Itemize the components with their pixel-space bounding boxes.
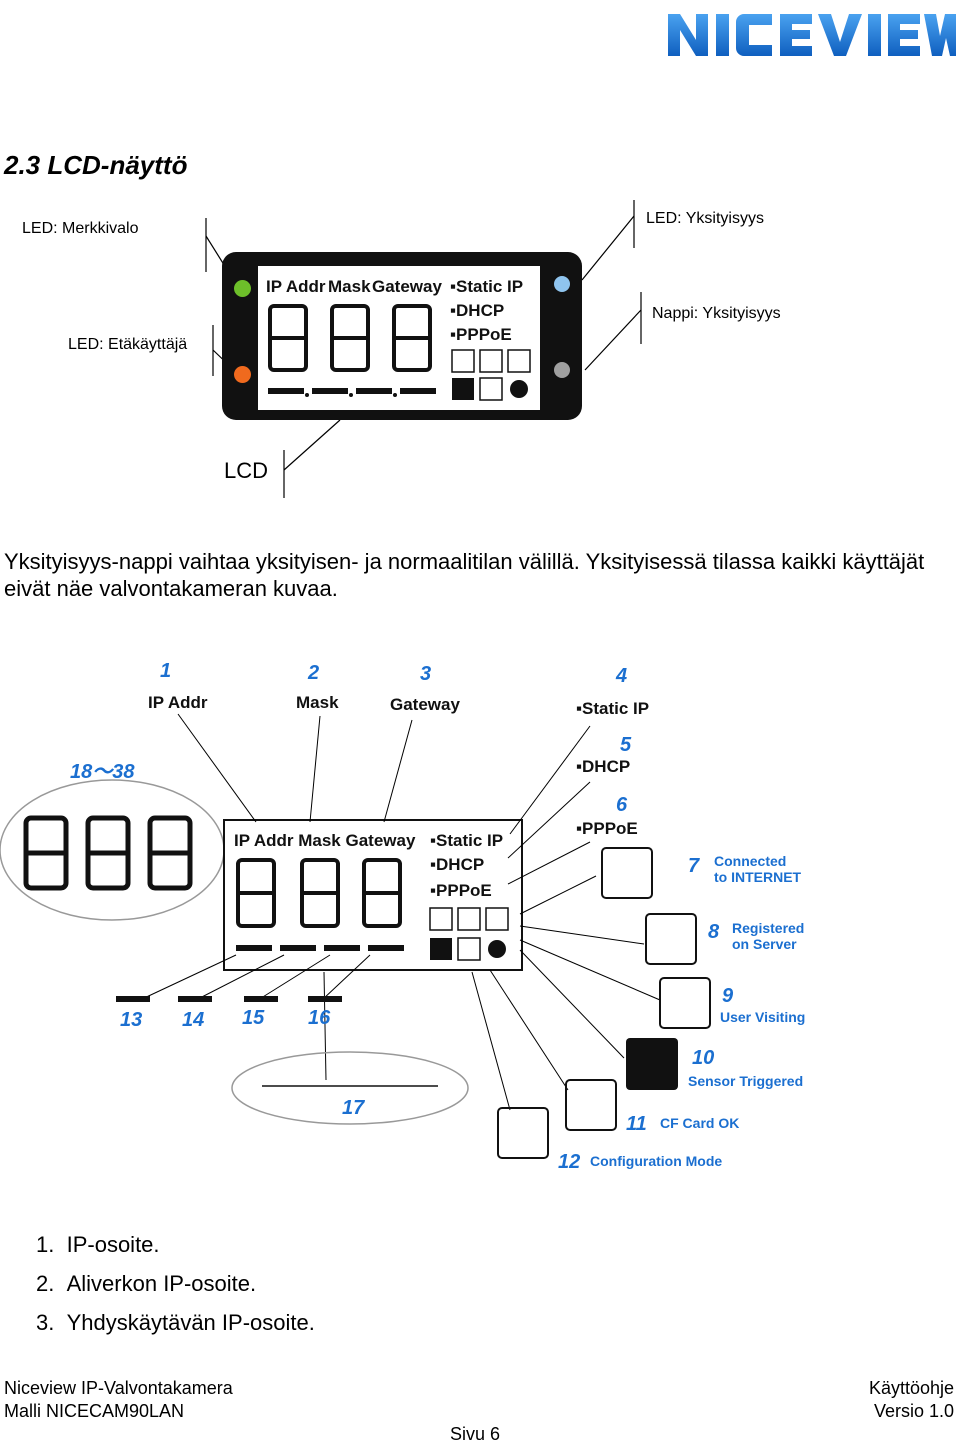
gear-icon (510, 380, 528, 398)
at-icon (479, 349, 503, 373)
list-item: 1. IP-osoite. (36, 1232, 160, 1257)
hdr-dhcp: ▪DHCP (576, 757, 630, 776)
num-6: 6 (616, 794, 628, 816)
hdr-ip-addr: IP Addr (148, 693, 208, 712)
svg-text:Connected: Connected (714, 853, 786, 869)
svg-text:Sensor Triggered: Sensor Triggered (688, 1073, 803, 1089)
num-15: 15 (242, 1007, 265, 1029)
lcd-label-mask: Mask (328, 277, 371, 296)
svg-text:User Visiting: User Visiting (720, 1009, 805, 1025)
list-item: 3. Yhdyskäytävän IP-osoite. (36, 1310, 315, 1335)
hdr-pppoe: ▪PPPoE (576, 819, 638, 838)
privacy-button[interactable] (554, 362, 570, 378)
lcd-mode-pppoe: ▪PPPoE (450, 325, 512, 344)
num-3: 3 (420, 663, 431, 685)
num-17: 17 (342, 1097, 365, 1119)
num-11: 11 (626, 1113, 647, 1135)
footer-version: Versio 1.0 (873, 1401, 954, 1421)
privacy-led (554, 276, 570, 292)
eye-icon (507, 349, 531, 373)
svg-text:Configuration Mode: Configuration Mode (590, 1153, 722, 1169)
callout-brand-led: LED: Merkkivalo (22, 220, 139, 237)
num-18-38: 18～38 (70, 761, 135, 783)
cf-card-icon (479, 377, 503, 401)
svg-text:▪PPPoE: ▪PPPoE (430, 881, 492, 900)
lcd-top-icons (451, 349, 531, 401)
footer-page: Sivu 6 (450, 1424, 501, 1444)
svg-text:IP Addr Mask Gateway: IP Addr Mask Gateway (234, 831, 416, 850)
callout-remote-led: LED: Etäkäyttäjä (68, 336, 188, 353)
svg-text:to INTERNET: to INTERNET (714, 869, 802, 885)
num-16: 16 (308, 1007, 331, 1029)
num-10: 10 (692, 1047, 714, 1069)
footer-model: Malli NICECAM90LAN (4, 1401, 185, 1421)
num-8: 8 (708, 921, 720, 943)
num-4: 4 (615, 665, 627, 687)
lcd-mode-static-ip: ▪Static IP (450, 277, 523, 296)
lcd-mode-dhcp: ▪DHCP (450, 301, 504, 320)
sensor-icon (626, 1038, 678, 1090)
callout-privacy-led: LED: Yksityisyys (646, 210, 764, 227)
num-7: 7 (688, 855, 700, 877)
svg-text:▪Static IP: ▪Static IP (430, 831, 503, 850)
flash-icon (452, 378, 474, 400)
lcd-screen-top-contents: IP Addr Mask Gateway ▪Static IP ▪DHCP ▪P… (266, 277, 531, 401)
svg-text:on Server: on Server (732, 936, 797, 952)
hdr-gateway: Gateway (390, 695, 460, 714)
niceview-logo (668, 14, 956, 56)
num-1: 1 (160, 660, 171, 682)
svg-text:CF Card OK: CF Card OK (660, 1115, 739, 1131)
brand-led (234, 280, 251, 297)
svg-text:▪DHCP: ▪DHCP (430, 855, 484, 874)
list-item: 2. Aliverkon IP-osoite. (36, 1271, 257, 1296)
num-14: 14 (182, 1009, 204, 1031)
section-title: 2.3 LCD-näyttö (4, 150, 188, 180)
hdr-mask: Mask (296, 693, 339, 712)
num-13: 13 (120, 1009, 142, 1031)
num-12: 12 (558, 1151, 580, 1173)
callout-lcd: LCD (224, 458, 269, 483)
num-9: 9 (722, 985, 734, 1007)
hdr-static-ip: ▪Static IP (576, 699, 649, 718)
num-2: 2 (307, 662, 319, 684)
footer-product: Niceview IP-Valvontakamera (4, 1378, 233, 1398)
web-icon (451, 349, 475, 373)
num-5: 5 (620, 734, 632, 756)
callout-privacy-button: Nappi: Yksityisyys (652, 305, 781, 322)
lcd-annotation-diagram: 1 2 3 4 5 6 18～38 IP Addr Mask Gateway ▪… (0, 660, 805, 1173)
lcd-label-gateway: Gateway (372, 277, 442, 296)
remote-user-led (234, 366, 251, 383)
footer-doc-type: Käyttöohje (868, 1378, 954, 1398)
svg-text:Registered: Registered (732, 920, 804, 936)
body-paragraph: Yksityisyys-nappi vaihtaa yksityisen- ja… (4, 549, 925, 601)
lcd-label-ip-addr: IP Addr (266, 277, 326, 296)
